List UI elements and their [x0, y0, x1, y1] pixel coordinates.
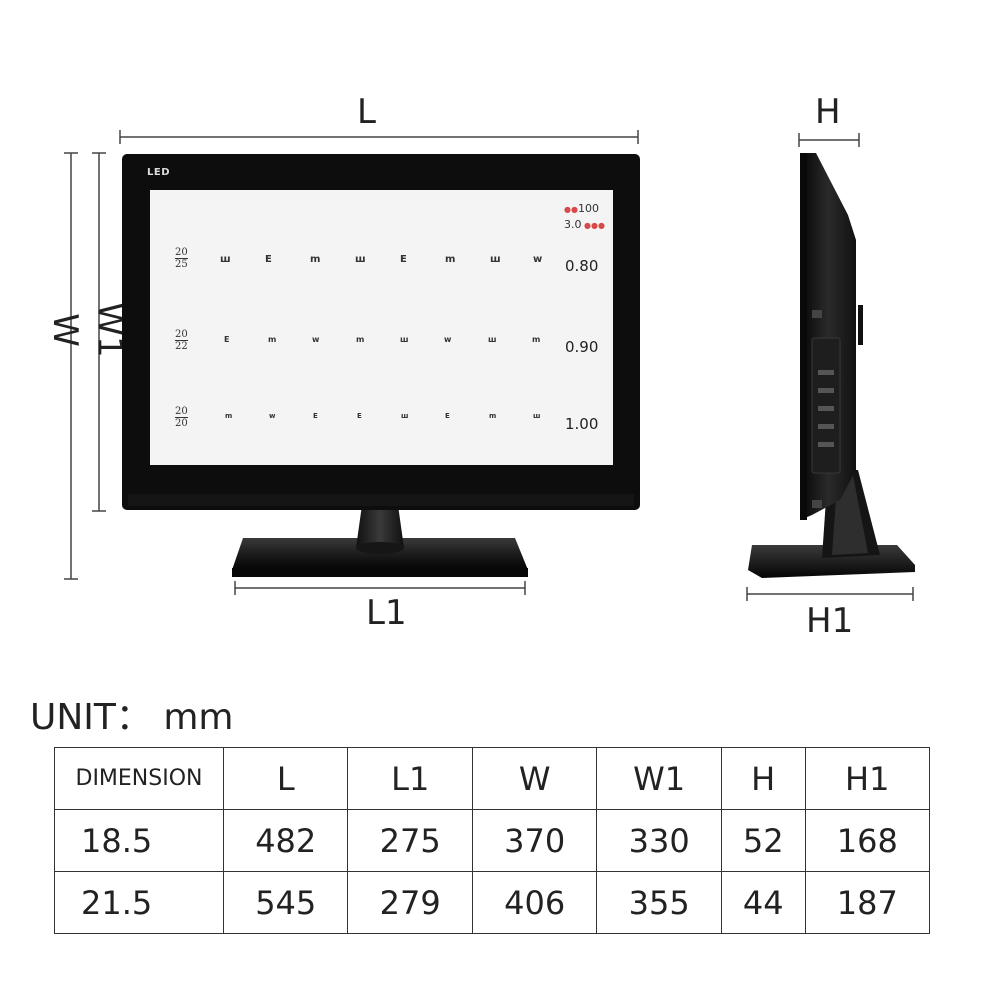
chart-row-1-fraction: 20 25 — [175, 247, 188, 270]
label-L: L — [357, 92, 376, 132]
chart-row-2-fraction: 20 22 — [175, 329, 188, 352]
table-cell: 330 — [596, 809, 722, 872]
table-cell: 52 — [720, 809, 806, 872]
dimension-table: DIMENSION L L1 W W1 H H1 18.5 482 275 37… — [54, 747, 931, 934]
table-row: 18.5 482 275 370 330 52 168 — [54, 809, 931, 872]
table-cell: 355 — [596, 871, 722, 934]
chart-row-1-acuity: 0.80 — [565, 257, 599, 275]
monitor-front-view — [122, 154, 640, 577]
front-dimension-lines — [64, 130, 914, 601]
chart-row-3-acuity: 1.00 — [565, 415, 599, 433]
table-cell: 406 — [471, 871, 598, 934]
label-H: H — [815, 92, 841, 132]
monitor-side-view — [748, 153, 915, 578]
table-header-cell: W1 — [596, 747, 722, 810]
table-cell: 545 — [222, 871, 349, 934]
chart-row-3-fraction: 20 20 — [175, 406, 188, 429]
table-header-cell: L — [222, 747, 349, 810]
table-cell: 18.5 — [54, 809, 224, 872]
chart-row-2-acuity: 0.90 — [565, 338, 599, 356]
table-cell: 275 — [347, 809, 473, 872]
monitor-brand-logo: LED — [147, 167, 171, 178]
table-header-cell: H — [720, 747, 806, 810]
chart-top-right-1: ●●100 — [564, 202, 599, 215]
table-header-cell: DIMENSION — [54, 747, 224, 810]
table-cell: 187 — [804, 871, 931, 934]
table-header-row: DIMENSION L L1 W W1 H H1 — [54, 747, 931, 810]
chart-top-right-2: 3.0 ●●● — [564, 218, 605, 231]
table-cell: 168 — [804, 809, 931, 872]
table-header-cell: L1 — [347, 747, 473, 810]
unit-label: UNIT： mm — [30, 697, 234, 738]
table-cell: 44 — [720, 871, 806, 934]
table-header-cell: W — [471, 747, 598, 810]
label-H1: H1 — [806, 601, 854, 641]
label-L1: L1 — [366, 593, 407, 633]
table-header-cell: H1 — [804, 747, 931, 810]
table-cell: 21.5 — [54, 871, 224, 934]
table-cell: 482 — [222, 809, 349, 872]
table-row: 21.5 545 279 406 355 44 187 — [54, 871, 931, 934]
table-cell: 279 — [347, 871, 473, 934]
table-cell: 370 — [471, 809, 598, 872]
